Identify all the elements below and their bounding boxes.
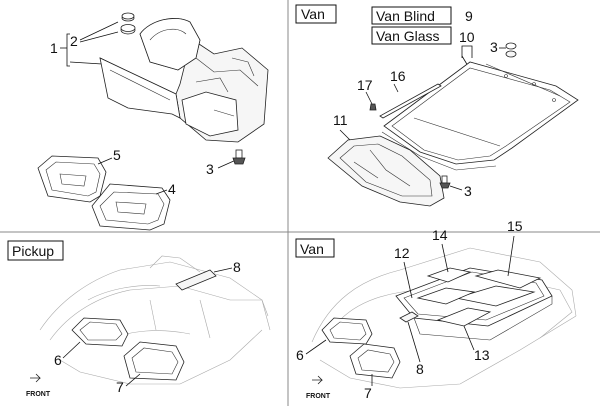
trim-rail-part <box>379 83 442 119</box>
front-mat-part <box>37 155 107 203</box>
callout-7-van: 7 <box>364 385 372 401</box>
pickup-cab-outline <box>39 255 271 385</box>
clip-icon <box>369 103 377 111</box>
quadrant-bottom-left: Pickup 8 6 7 FRO <box>7 240 271 398</box>
tag-van-2: Van <box>300 241 324 257</box>
tag-pickup: Pickup <box>12 243 54 259</box>
tag-van-box <box>295 4 337 24</box>
rear-mat-part <box>349 343 401 379</box>
bolt-icon <box>232 149 246 165</box>
bolt-icon <box>439 175 451 189</box>
callout-3-bottom: 3 <box>464 183 472 199</box>
callout-1: 1 <box>50 40 58 56</box>
quadrant-bottom-right: Van 14 15 12 8 13 <box>295 218 577 401</box>
callout-6-pickup: 6 <box>54 352 62 368</box>
grommet-icon <box>505 42 517 58</box>
tag-van-2-box <box>295 238 335 258</box>
callout-2: 2 <box>70 33 78 49</box>
callout-8-pickup: 8 <box>233 259 241 275</box>
callout-4: 4 <box>168 181 176 197</box>
callout-8-van: 8 <box>416 361 424 377</box>
callout-5: 5 <box>113 147 121 163</box>
callout-13: 13 <box>474 347 490 363</box>
tag-van-blind-box <box>371 6 452 25</box>
callout-11: 11 <box>333 112 348 128</box>
floor-tray-part <box>327 135 445 207</box>
cargo-floor-mat-part <box>395 267 553 341</box>
rear-mat-part <box>91 183 171 231</box>
sill-plate-part <box>399 311 419 323</box>
rear-mat-part <box>123 341 185 381</box>
tag-van-blind: Van Blind <box>376 8 435 24</box>
quadrant-top-left: 1 2 3 <box>37 12 269 231</box>
quadrant-top-right: Van Van Blind 9 Van Glass 10 3 16 <box>295 4 579 207</box>
callout-7-pickup: 7 <box>116 379 124 395</box>
callout-3-top-right: 3 <box>490 39 498 55</box>
front-label-pickup: FRONT <box>26 391 51 398</box>
callout-9: 9 <box>465 8 473 24</box>
front-arrow-icon <box>312 375 323 385</box>
callout-3: 3 <box>206 161 214 177</box>
floor-covering-part <box>99 18 269 143</box>
callout-17: 17 <box>357 77 373 93</box>
front-mat-part <box>71 317 129 347</box>
tag-van-glass-box <box>371 26 452 45</box>
front-label-van: FRONT <box>306 393 331 400</box>
tag-pickup-box <box>7 240 64 261</box>
callout-6-van: 6 <box>296 347 304 363</box>
callout-10: 10 <box>459 29 475 45</box>
tag-van-glass: Van Glass <box>376 28 440 44</box>
load-floor-panel-part <box>381 61 579 171</box>
callout-12: 12 <box>394 245 410 261</box>
callout-16: 16 <box>390 68 406 84</box>
front-mat-part <box>321 317 373 345</box>
callout-15: 15 <box>507 218 523 234</box>
tag-van: Van <box>301 6 325 22</box>
sill-plate-part <box>175 269 217 291</box>
callout-14: 14 <box>432 227 448 243</box>
front-arrow-icon <box>30 373 41 383</box>
